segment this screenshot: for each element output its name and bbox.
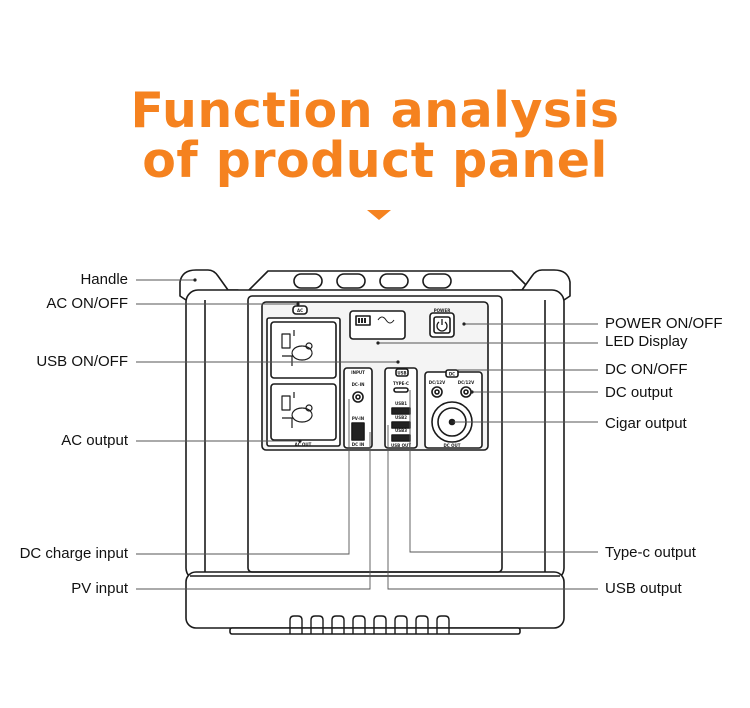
usb3-port	[391, 434, 411, 442]
dc-out-label: DC OUT	[443, 443, 460, 448]
leader-pv	[136, 432, 371, 590]
dc-12v-label-right: DC/12V	[458, 380, 475, 385]
pv-in-port	[351, 422, 365, 441]
callout-dc-charge-input: DC charge input	[19, 545, 128, 562]
usb2-label: USB2	[395, 415, 407, 420]
callout-usb-output: USB output	[605, 580, 682, 597]
callout-ac-output: AC output	[61, 432, 128, 449]
ac-socket-1	[270, 321, 337, 379]
callout-power-on-off: POWER ON/OFF	[605, 315, 723, 332]
usb3-label: USB3	[395, 428, 407, 433]
dc-12v-label-left: DC/12V	[429, 380, 446, 385]
dc-in-port-label: DC-IN	[352, 382, 365, 387]
callout-pv-input: PV input	[71, 580, 128, 597]
ac-socket-2	[270, 383, 337, 441]
dc-in-label: DC IN	[352, 442, 364, 447]
dc-12v-port-right	[460, 386, 472, 398]
title-line-1: Function analysis	[130, 82, 620, 139]
dc-button-label: DC	[449, 372, 455, 377]
usb-button	[395, 368, 409, 377]
dc-12v-port-left	[431, 386, 443, 398]
leader-type-c	[409, 390, 598, 553]
base	[229, 627, 521, 635]
usb-button-label: USB	[397, 371, 406, 376]
type-c-label: TYPE-C	[393, 381, 409, 386]
callout-type-c-output: Type-c output	[605, 544, 696, 561]
usb1-port	[391, 407, 411, 415]
callout-usb-on-off: USB ON/OFF	[36, 353, 128, 370]
ac-out-label: AC OUT	[295, 442, 312, 447]
down-arrow-icon	[367, 210, 391, 220]
ac-button	[292, 305, 308, 315]
callout-cigar-output: Cigar output	[605, 415, 687, 432]
pv-in-port-label: PV-IN	[352, 416, 364, 421]
title-line-2: of product panel	[142, 132, 608, 189]
usb-out-label: USB OUT	[391, 443, 411, 448]
callout-dc-output: DC output	[605, 384, 673, 401]
leader-usb	[387, 425, 598, 590]
handle-grips	[293, 273, 452, 289]
dc-button	[445, 369, 459, 378]
ac-button-label: AC	[297, 308, 303, 313]
input-panel	[343, 367, 373, 449]
type-c-port	[393, 387, 409, 393]
callout-dc-on-off: DC ON/OFF	[605, 361, 688, 378]
vent-grille	[289, 615, 450, 634]
body-lower	[185, 571, 565, 629]
power-label: POWER	[434, 308, 451, 313]
face-recess	[247, 295, 503, 573]
ac-socket-frame	[266, 317, 341, 447]
dc-in-port	[352, 391, 364, 403]
usb1-label: USB1	[395, 401, 407, 406]
callout-handle: Handle	[80, 271, 128, 288]
leader-dc-charge	[136, 399, 350, 555]
callout-ac-on-off: AC ON/OFF	[46, 295, 128, 312]
callout-led-display: LED Display	[605, 333, 688, 350]
input-label: INPUT	[351, 370, 365, 375]
